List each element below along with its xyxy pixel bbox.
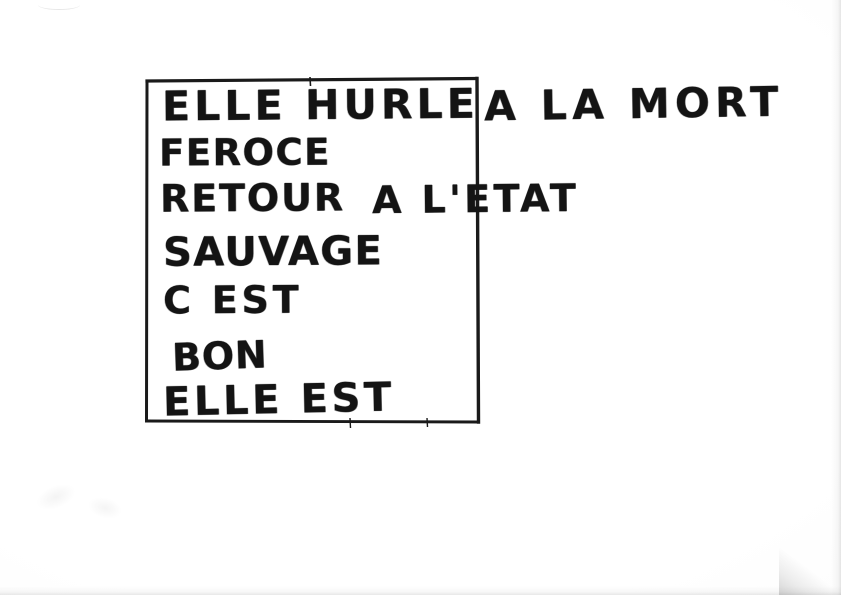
pencil-smudge-top [38, 0, 80, 10]
scan-edge-right [831, 0, 841, 595]
text-line-bon: BON [171, 332, 269, 380]
frame-tick-bottom-b [426, 417, 429, 428]
text-line-feroce: FEROCE [158, 130, 331, 175]
scan-corner-shadow [779, 525, 841, 595]
pencil-smudge-lower-left-b [85, 493, 125, 523]
text-line-elle-hurle: ELLE HURLE [161, 79, 480, 131]
text-line-a-la-mort: A LA MORT [483, 77, 784, 131]
text-line-sauvage: SAUVAGE [162, 228, 384, 276]
pencil-smudge-lower-left-a [33, 479, 79, 515]
text-line-c-est: C EST [162, 277, 303, 323]
text-line-retour: RETOUR [159, 175, 346, 221]
text-line-elle-est: ELLE EST [162, 374, 396, 426]
frame-left-edge [144, 79, 149, 423]
scan-edge-bottom [0, 586, 841, 595]
text-line-a-letat: A L'ETAT [371, 175, 580, 223]
frame-right-edge [475, 76, 481, 424]
